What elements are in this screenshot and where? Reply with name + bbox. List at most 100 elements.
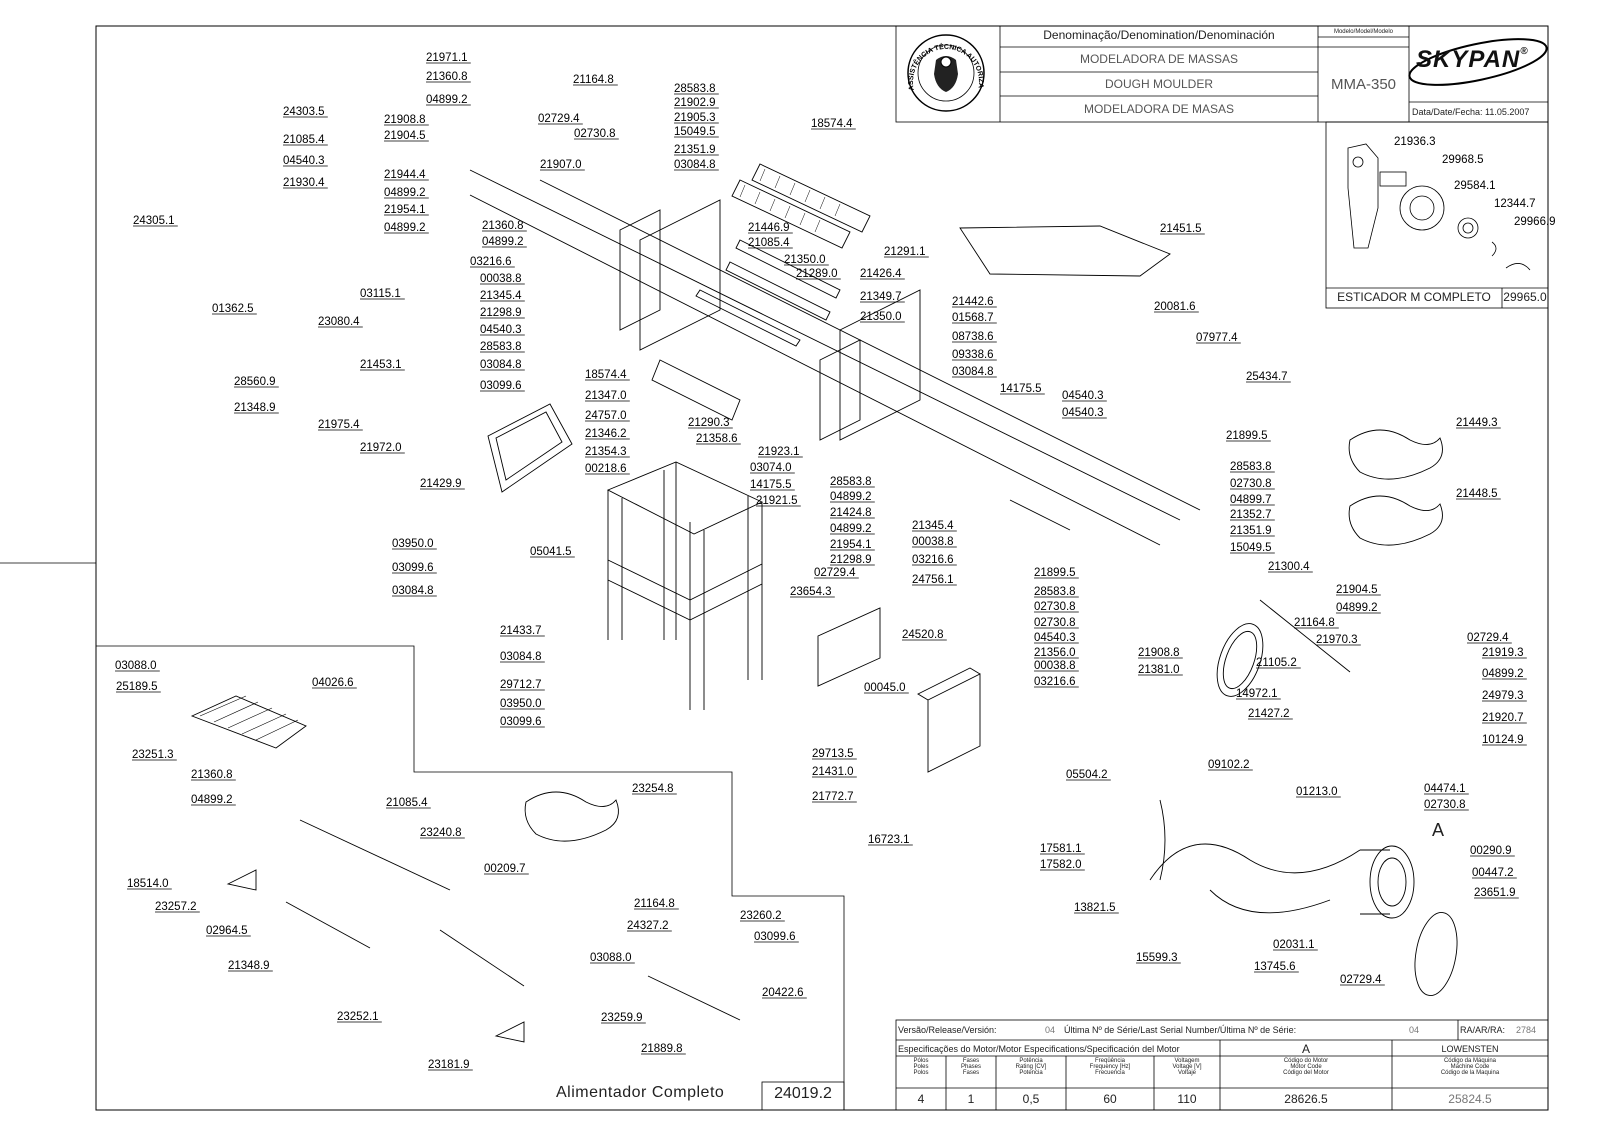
- part-label: 03088.0: [115, 660, 157, 672]
- part-label: 24327.2: [627, 920, 669, 932]
- part-label: 21164.8: [573, 74, 614, 86]
- part-label: 09102.2: [1208, 759, 1250, 771]
- part-label: 04540.3: [283, 155, 325, 167]
- title-block-frame: [895, 25, 1549, 123]
- part-label: 21356.0: [1034, 647, 1076, 659]
- part-label: 15049.5: [674, 126, 716, 138]
- part-label: 05504.2: [1066, 769, 1108, 781]
- col-frequency-value: 60: [1103, 1092, 1117, 1106]
- part-label: 21298.9: [830, 554, 872, 566]
- part-label: 23251.3: [132, 749, 174, 761]
- part-label: 03115.1: [360, 288, 401, 300]
- part-label: 03216.6: [912, 554, 954, 566]
- part-label: 04899.2: [384, 187, 426, 199]
- part-label: 21972.0: [360, 442, 402, 454]
- part-label: 21298.9: [480, 307, 522, 319]
- part-label: 21930.4: [283, 177, 325, 189]
- part-label: 28583.8: [830, 476, 872, 488]
- part-label: 21905.3: [674, 112, 716, 124]
- part-label: 21902.9: [674, 97, 716, 109]
- part-label: 03099.6: [480, 380, 522, 392]
- part-label: 21348.9: [234, 402, 276, 414]
- part-label: 23651.9: [1474, 887, 1516, 899]
- part-label: 25434.7: [1246, 371, 1288, 383]
- part-label: 04899.2: [384, 222, 426, 234]
- part-label: 21904.5: [1336, 584, 1378, 596]
- part-label: 21345.4: [480, 290, 522, 302]
- tensioner-box: [1325, 121, 1549, 309]
- part-label: 04899.2: [830, 491, 872, 503]
- part-label: 03216.6: [1034, 676, 1076, 688]
- part-label: 03084.8: [952, 366, 994, 378]
- part-label: 21349.7: [860, 291, 902, 303]
- part-label: 00038.8: [912, 536, 954, 548]
- part-label: 13821.5: [1074, 902, 1116, 914]
- part-label: 18514.0: [127, 878, 169, 890]
- part-label: 28583.8: [1034, 586, 1076, 598]
- part-label: 02730.8: [1034, 601, 1076, 613]
- part-label: 03216.6: [470, 256, 512, 268]
- part-label: 10124.9: [1482, 734, 1524, 746]
- part-label: 02729.4: [538, 113, 580, 125]
- part-label: 04899.2: [482, 236, 524, 248]
- part-label: 02729.4: [1467, 632, 1509, 644]
- col-machine-code-header: Código da Máquina Machine Code Código de…: [1440, 1058, 1500, 1076]
- tensioner-part-label: 21936.3: [1394, 136, 1436, 148]
- col-phases-value: 1: [967, 1092, 975, 1106]
- part-label: 03099.6: [754, 931, 796, 943]
- part-label: 21772.7: [812, 791, 854, 803]
- part-label: 08738.6: [952, 331, 994, 343]
- part-label: 24979.3: [1482, 690, 1524, 702]
- part-label: 21446.9: [748, 222, 790, 234]
- part-label: 21358.6: [696, 433, 738, 445]
- bottom-block-frame: [895, 1019, 1549, 1111]
- part-label: 24305.1: [133, 215, 175, 227]
- part-label: 23252.1: [337, 1011, 379, 1023]
- part-label: 24303.5: [283, 106, 325, 118]
- motor-spec-label: Especificações do Motor/Motor Especifica…: [898, 1044, 1180, 1054]
- machine-sketch: [190, 163, 1458, 1043]
- tensioner-part-label: 29968.5: [1442, 154, 1484, 166]
- part-label: 21291.1: [884, 246, 926, 258]
- brand-logo-text: SKYPAN®: [1416, 46, 1546, 74]
- part-label: 17582.0: [1040, 859, 1082, 871]
- part-label: 03084.8: [392, 585, 434, 597]
- model-header: Modelo/Model/Modelo: [1333, 29, 1394, 35]
- col-rating-value: 0,5: [1022, 1092, 1040, 1106]
- part-label: 05041.5: [530, 546, 572, 558]
- part-label: 00209.7: [484, 863, 526, 875]
- skypan-logo-swoosh: [1408, 38, 1548, 86]
- part-label: 04540.3: [1062, 407, 1104, 419]
- part-label: 21289.0: [796, 268, 838, 280]
- motor-letter: A: [1301, 1042, 1310, 1056]
- col-rating-header: Potência Rating [CV] Potencia: [1015, 1058, 1047, 1076]
- part-label: 21346.2: [585, 428, 627, 440]
- part-label: 21899.5: [1226, 430, 1268, 442]
- part-label: 21442.6: [952, 296, 994, 308]
- part-label: 21971.1: [426, 52, 468, 64]
- serial-label: Última Nº de Série/Last Serial Number/Úl…: [1064, 1025, 1297, 1035]
- part-label: 21975.4: [318, 419, 360, 431]
- part-label: 21427.2: [1248, 708, 1290, 720]
- part-label: 21429.9: [420, 478, 462, 490]
- part-label: 21923.1: [758, 446, 800, 458]
- part-label: 21350.0: [784, 254, 826, 266]
- part-label: 21451.5: [1160, 223, 1202, 235]
- part-label: 04474.1: [1424, 783, 1466, 795]
- part-label: 14175.5: [1000, 383, 1042, 395]
- part-label: 02730.8: [574, 128, 616, 140]
- part-label: 21354.3: [585, 446, 627, 458]
- drawing-date: Data/Date/Fecha: 11.05.2007: [1412, 107, 1530, 117]
- part-label: 29712.7: [500, 679, 542, 691]
- part-label: 21164.8: [1294, 617, 1335, 629]
- part-label: 21453.1: [360, 359, 402, 371]
- part-label: 28560.9: [234, 376, 276, 388]
- part-label: 04540.3: [480, 324, 522, 336]
- registered-mark: ®: [1520, 46, 1529, 57]
- part-label: 14972.1: [1236, 688, 1278, 700]
- part-label: 23240.8: [420, 827, 462, 839]
- part-label: 21449.3: [1456, 417, 1498, 429]
- part-label: 20422.6: [762, 987, 804, 999]
- part-label: 04899.2: [426, 94, 468, 106]
